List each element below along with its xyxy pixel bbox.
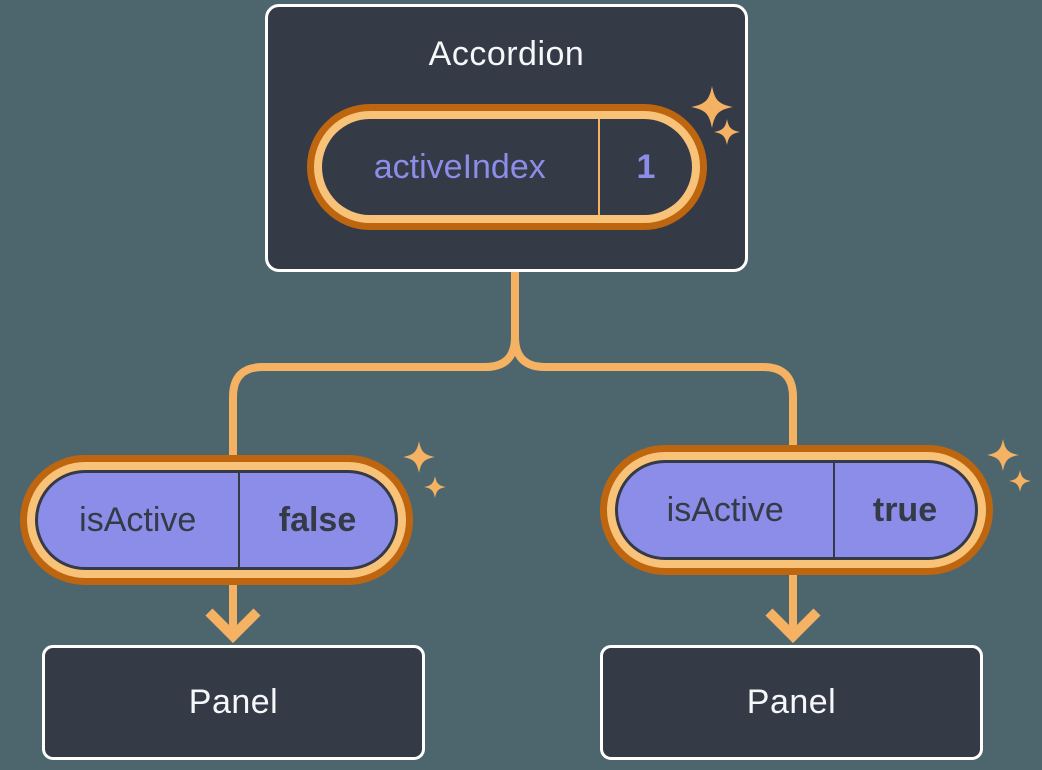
prop-pill-label: isActive xyxy=(666,490,784,529)
prop-pill-is-active-left: isActive false xyxy=(20,455,413,585)
prop-pill-label: isActive xyxy=(79,500,197,539)
state-pill-label: activeIndex xyxy=(373,147,546,186)
prop-pill-value: true xyxy=(872,490,938,529)
pill-divider xyxy=(832,463,835,557)
connector-left-branch xyxy=(229,268,519,462)
prop-pill-value: false xyxy=(278,500,357,539)
down-arrow-icon xyxy=(765,570,821,644)
state-pill-active-index: activeIndex 1 xyxy=(307,104,707,230)
down-arrow-icon xyxy=(205,578,261,644)
panel-title: Panel xyxy=(188,683,279,721)
panel-box-right: Panel xyxy=(600,645,983,760)
pill-divider xyxy=(237,473,240,567)
pill-divider xyxy=(597,119,600,215)
panel-box-left: Panel xyxy=(42,645,425,760)
sparkle-icon xyxy=(987,439,1031,492)
prop-pill-is-active-right: isActive true xyxy=(600,445,993,575)
state-pill-value: 1 xyxy=(636,147,656,186)
panel-title: Panel xyxy=(746,683,837,721)
sparkle-icon xyxy=(403,441,446,498)
connector-right-branch xyxy=(511,268,797,452)
accordion-title: Accordion xyxy=(428,35,585,73)
